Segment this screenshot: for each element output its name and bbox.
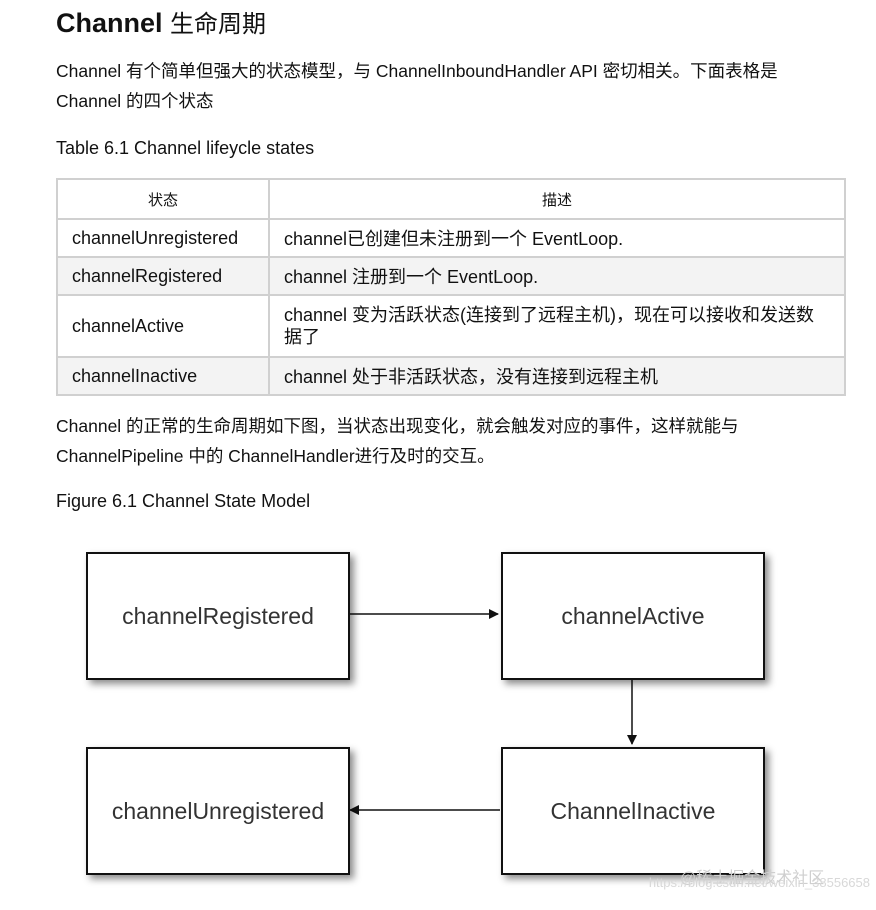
state-box-inactive: ChannelInactive (501, 747, 765, 875)
header-description: 描述 (268, 178, 846, 220)
state-cell: channelInactive (56, 356, 270, 396)
title-en: Channel (56, 8, 163, 38)
state-diagram: channelRegistered channelActive ChannelI… (0, 530, 876, 910)
title-cn: 生命周期 (170, 10, 267, 38)
table-caption: Table 6.1 Channel lifeycle states (56, 138, 315, 158)
watermark-url: https://blog.csdn.net/weixin_38556658 (648, 875, 870, 890)
description-cell: channel 处于非活跃状态，没有连接到远程主机 (268, 356, 846, 396)
table-row: channelInactive channel 处于非活跃状态，没有连接到远程主… (56, 356, 846, 396)
table-row: channelUnregistered channel已创建但未注册到一个 Ev… (56, 218, 846, 258)
table-row: channelActive channel 变为活跃状态(连接到了远程主机)，现… (56, 294, 846, 358)
description-cell: channel已创建但未注册到一个 EventLoop. (268, 218, 846, 258)
lifecycle-paragraph: Channel 的正常的生命周期如下图，当状态出现变化，就会触发对应的事件，这样… (56, 416, 739, 466)
intro-paragraph: Channel 有个简单但强大的状态模型，与 ChannelInboundHan… (56, 61, 778, 111)
header-state: 状态 (56, 178, 270, 220)
state-box-unregistered: channelUnregistered (86, 747, 350, 875)
description-cell: channel 注册到一个 EventLoop. (268, 256, 846, 296)
description-text: channel 变为活跃状态(连接到了远程主机)，现在可以接收和发送数据了 (284, 305, 815, 347)
diagram-arrows (348, 609, 637, 815)
state-cell: channelRegistered (56, 256, 270, 296)
figure-caption: Figure 6.1 Channel State Model (56, 491, 311, 511)
table-header-row: 状态 描述 (56, 178, 846, 220)
state-cell: channelActive (56, 294, 270, 358)
description-cell: channel 变为活跃状态(连接到了远程主机)，现在可以接收和发送数据了 (268, 294, 846, 358)
states-table: 状态 描述 channelUnregistered channel已创建但未注册… (56, 178, 846, 396)
watermark-brand: @稀土掘金技术社区 (680, 870, 825, 887)
state-box-active: channelActive (501, 552, 765, 680)
state-cell: channelUnregistered (56, 218, 270, 258)
table-row: channelRegistered channel 注册到一个 EventLoo… (56, 256, 846, 296)
page-title: Channel 生命周期 (56, 4, 266, 39)
state-box-registered: channelRegistered (86, 552, 350, 680)
